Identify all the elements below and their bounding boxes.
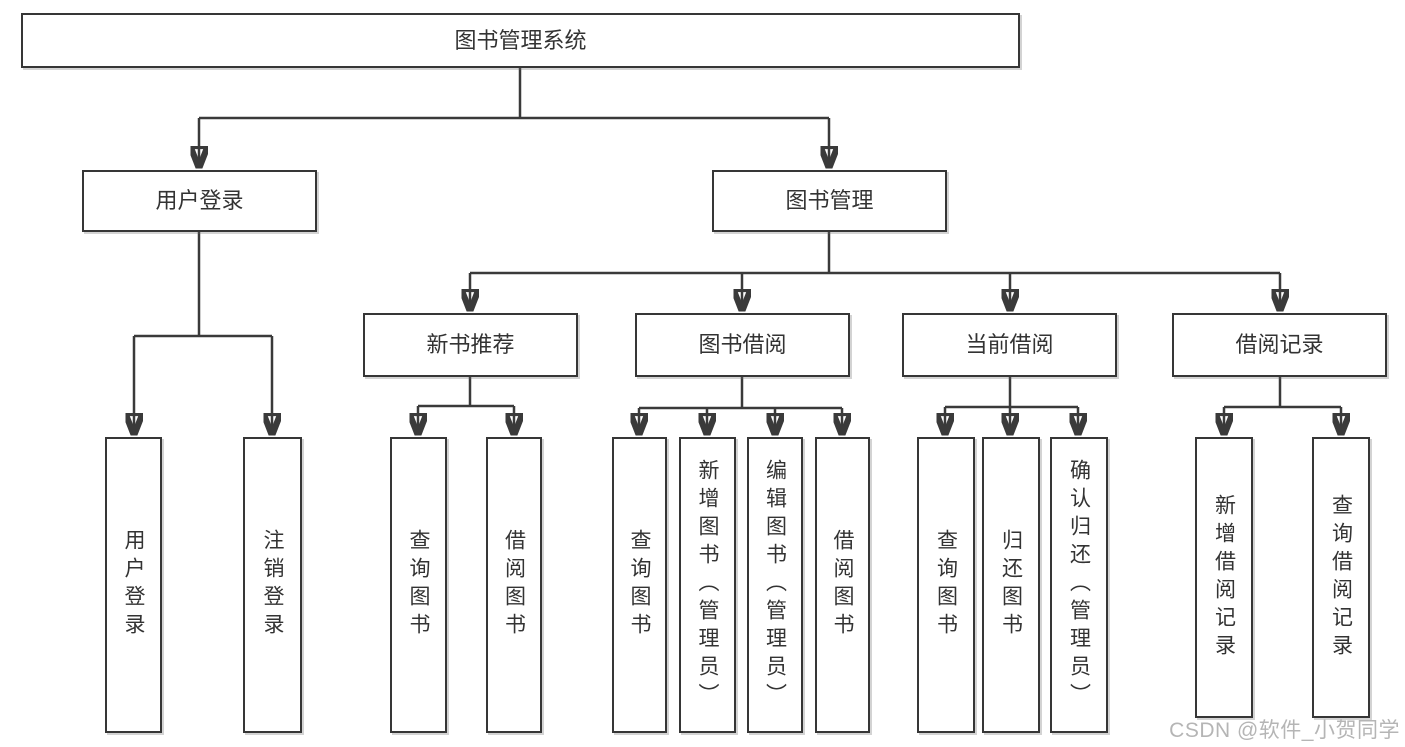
leaf-edit-book-admin: 编辑图书（管理员） <box>747 437 803 733</box>
node-current-borrowing: 当前借阅 <box>902 313 1117 377</box>
leaf-borrow-books: 借阅图书 <box>815 437 870 733</box>
plain-wire-segments <box>134 68 1341 410</box>
node-root-system: 图书管理系统 <box>21 13 1020 68</box>
arrow-wires <box>134 118 1341 433</box>
leaf-return-book: 归还图书 <box>982 437 1040 733</box>
leaf-confirm-return-admin: 确认归还（管理员） <box>1050 437 1108 733</box>
leaf-query-borrow-record: 查询借阅记录 <box>1312 437 1370 718</box>
node-borrow-records: 借阅记录 <box>1172 313 1387 377</box>
node-book-borrowing: 图书借阅 <box>635 313 850 377</box>
leaf-query-books-current: 查询图书 <box>917 437 975 733</box>
node-book-management: 图书管理 <box>712 170 947 232</box>
leaf-add-borrow-record: 新增借阅记录 <box>1195 437 1253 718</box>
leaf-query-books-recommend: 查询图书 <box>390 437 447 733</box>
leaf-query-books-borrowing: 查询图书 <box>612 437 667 733</box>
node-user-login: 用户登录 <box>82 170 317 232</box>
leaf-add-book-admin: 新增图书（管理员） <box>679 437 736 733</box>
node-new-book-recommend: 新书推荐 <box>363 313 578 377</box>
leaf-user-login: 用户登录 <box>105 437 162 733</box>
leaf-borrow-books-recommend: 借阅图书 <box>486 437 542 733</box>
csdn-watermark: CSDN @软件_小贺同学 <box>1169 719 1400 742</box>
leaf-logout: 注销登录 <box>243 437 302 733</box>
